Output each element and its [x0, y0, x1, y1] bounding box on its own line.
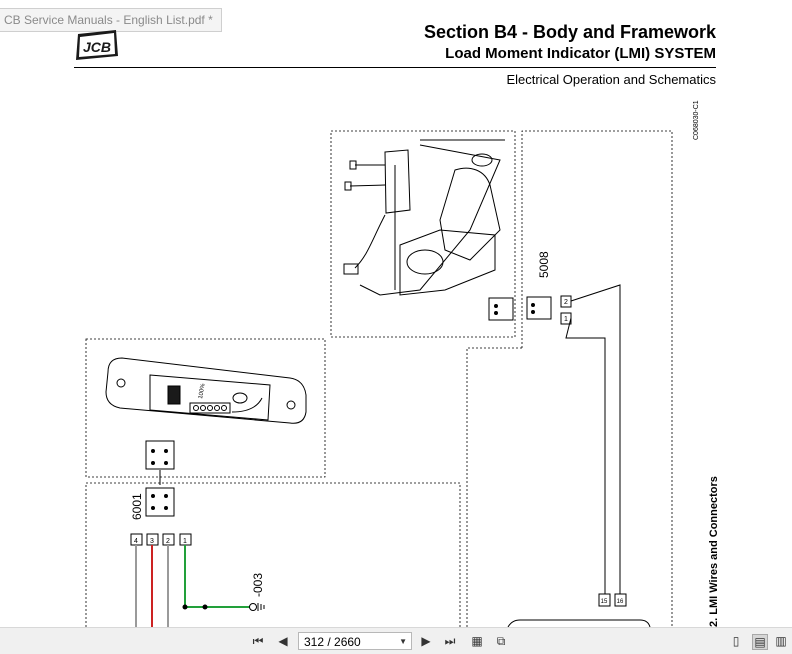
pin-6001-3: 3: [150, 538, 154, 545]
pin-6001-2: 2: [166, 538, 170, 545]
header-rule: [74, 67, 716, 68]
single-page-view-icon[interactable]: ▯: [732, 634, 740, 648]
pin-labels-6001: [130, 533, 192, 546]
connector-6001-graphic: [145, 440, 175, 517]
section-subtitle: Load Moment Indicator (LMI) SYSTEM: [445, 45, 716, 62]
ecu-box-edge: [466, 347, 522, 627]
lmi-sensor-drawing: [343, 139, 505, 296]
connector-5008-graphic: [488, 296, 552, 321]
last-page-icon[interactable]: ⏭: [444, 634, 456, 648]
section-title: Section B4 - Body and Framework: [423, 22, 716, 42]
logo-text: JCB: [83, 39, 111, 55]
continuous-view-icon[interactable]: ▤: [752, 634, 768, 650]
ecu-pin-16: 16: [617, 599, 624, 605]
section-topic: Electrical Operation and Schematics: [506, 72, 716, 87]
ecu-pin-labels: [598, 593, 627, 607]
pin-labels-5008: [560, 295, 572, 325]
document-tab[interactable]: CB Service Manuals - English List.pdf *: [0, 8, 222, 32]
figure-caption: 2. LMI Wires and Connectors: [708, 476, 720, 627]
figure-reference: C068030-C1: [693, 100, 700, 140]
connector-6001-label: 6001: [130, 493, 144, 520]
page-indicator: 312 / 2660: [304, 635, 361, 649]
tab-title: CB Service Manuals - English List.pdf *: [4, 13, 213, 27]
first-page-icon[interactable]: ⏮: [252, 634, 264, 648]
pin-5008-a: 2: [564, 299, 568, 306]
jcb-logo: JCB: [76, 30, 118, 60]
chevron-down-icon[interactable]: ▼: [399, 637, 407, 646]
page-number-field[interactable]: 312 / 2660 ▼: [298, 632, 412, 650]
facing-view-icon[interactable]: ▥: [775, 634, 787, 648]
wire-junction-1: [182, 604, 188, 610]
viewer-toolbar: ⏮ ◀ 312 / 2660 ▼ ▶ ⏭ ▦ ⧉ ▯ ▤ ▥: [0, 627, 792, 654]
fit-page-icon[interactable]: ▦: [471, 634, 483, 648]
schematic-drawing: 5008 2 1 15 16 100% 6001: [85, 130, 673, 627]
indicator-harness-box: [85, 482, 461, 627]
pin-6001-1: 1: [183, 538, 187, 545]
ecu-outline: [507, 619, 651, 627]
ecu-pin-15: 15: [601, 599, 608, 605]
wires-5008: [565, 284, 621, 594]
rotate-view-icon[interactable]: ⧉: [496, 634, 506, 648]
connector-5008-label: 5008: [537, 251, 551, 278]
sensor-harness-box: [521, 130, 673, 627]
pin-6001-4: 4: [134, 538, 138, 545]
ground-symbol: [249, 603, 265, 611]
indicator-detail-box: [85, 338, 326, 478]
wire-junction-2: [202, 604, 208, 610]
indicator-panel-drawing: [105, 357, 307, 424]
pin-5008-b: 1: [564, 316, 568, 323]
previous-page-icon[interactable]: ◀: [278, 634, 288, 648]
next-page-icon[interactable]: ▶: [421, 634, 431, 648]
wires-6001: [135, 545, 250, 627]
indicator-percent-label: 100%: [198, 383, 207, 400]
connector-003-label: -003: [251, 573, 265, 597]
sensor-detail-box: [330, 130, 516, 338]
